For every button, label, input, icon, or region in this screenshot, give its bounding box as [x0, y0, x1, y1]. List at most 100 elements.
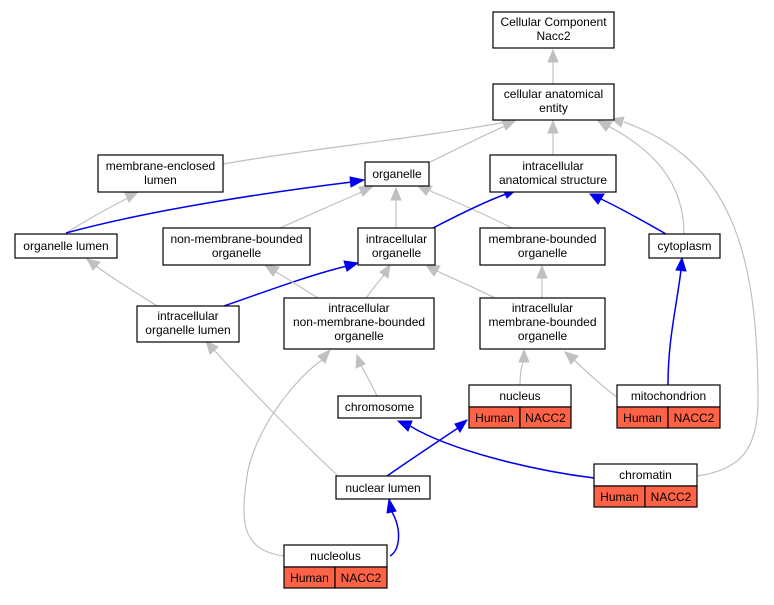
node-non-membrane-bounded-organelle[interactable]: non-membrane-bounded organelle	[162, 227, 311, 266]
node-label: chromosome	[345, 400, 415, 414]
node-cellular-component-nacc2[interactable]: Cellular Component Nacc2	[492, 11, 615, 49]
annotation-gene-label: NACC2	[525, 411, 566, 425]
node-box	[479, 297, 606, 350]
node-label: Nacc2	[536, 29, 570, 43]
node-box	[162, 227, 311, 266]
node-box	[648, 233, 721, 259]
annotation-species-label: Human	[290, 571, 329, 585]
node-label: organelle	[334, 329, 384, 343]
node-box	[364, 161, 430, 187]
edge-organelle-to-cae	[429, 125, 506, 163]
node-mitochondrion[interactable]: mitochondrion Human NACC2	[616, 384, 721, 429]
edges	[65, 48, 759, 557]
node-label: organelle	[518, 329, 568, 343]
node-label: organelle	[518, 246, 568, 260]
node-label: membrane-bounded	[488, 232, 596, 246]
edge-arrowhead	[547, 48, 559, 63]
node-cellular-anatomical-entity[interactable]: cellular anatomical entity	[492, 83, 615, 121]
node-label: non-membrane-bounded	[293, 315, 425, 329]
edge-iol-to-org-lumen	[95, 265, 158, 307]
node-label: non-membrane-bounded	[170, 232, 302, 246]
node-box	[492, 83, 615, 121]
edge-arrowhead	[124, 192, 139, 203]
node-intracellular-non-membrane-bounded-organelle[interactable]: intracellular non-membrane-bounded organ…	[283, 297, 435, 350]
node-label: chromatin	[619, 468, 672, 482]
annotation-gene-label: NACC2	[341, 571, 382, 585]
annotation-cell-gene	[644, 485, 698, 508]
node-membrane-bounded-organelle[interactable]: membrane-bounded organelle	[479, 227, 606, 266]
edge-arrowhead	[536, 264, 548, 279]
edge-inmbo-to-io	[365, 274, 385, 299]
edge-arrowhead	[564, 351, 579, 365]
edge-nuclear-lumen-to-nucleus	[386, 427, 459, 477]
edge-org-lumen-to-mel	[65, 197, 129, 234]
node-intracellular-organelle-lumen[interactable]: intracellular organelle lumen	[136, 305, 240, 343]
edge-arrowhead	[454, 419, 469, 433]
node-label: organelle	[372, 167, 422, 181]
edge-mbo-to-organelle	[427, 189, 513, 229]
node-label: intracellular	[512, 301, 573, 315]
edge-mitochondrion-to-cytoplasm	[667, 269, 682, 386]
annotation-species-label: Human	[600, 490, 639, 504]
node-box	[335, 475, 431, 500]
node-box	[489, 154, 617, 193]
node-label: entity	[539, 101, 568, 115]
edge-nmbo-to-organelle	[279, 191, 363, 229]
edge-arrowhead	[501, 119, 518, 131]
edge-imbo-to-io	[436, 270, 496, 299]
edge-nucleolus-to-nuclear-lumen	[389, 511, 400, 557]
edge-arrowhead	[518, 348, 530, 363]
annotation-cell-gene	[667, 406, 721, 429]
edge-arrowhead	[424, 264, 441, 277]
edge-arrowhead	[358, 185, 375, 197]
edge-mel-to-cae	[222, 121, 507, 165]
node-cytoplasm[interactable]: cytoplasm	[648, 233, 721, 259]
annotation-cell-gene	[519, 406, 572, 429]
edge-nucleus-to-imbo	[519, 361, 525, 386]
annotation-gene-label: NACC2	[674, 411, 715, 425]
node-label: nucleus	[499, 389, 540, 403]
node-intracellular-organelle[interactable]: intracellular organelle	[357, 227, 436, 266]
edge-arrowhead	[343, 260, 360, 272]
edge-inmbo-to-nmbo	[275, 271, 319, 299]
node-label: lumen	[144, 173, 177, 187]
edge-arrowhead	[386, 497, 397, 514]
node-label: nucleolus	[310, 549, 361, 563]
edge-arrowhead	[547, 119, 559, 134]
node-intracellular-membrane-bounded-organelle[interactable]: intracellular membrane-bounded organelle	[479, 297, 606, 350]
node-label: intracellular	[522, 159, 583, 173]
node-chromosome[interactable]: chromosome	[337, 395, 422, 419]
annotation-cell-gene	[334, 566, 388, 589]
edge-nucleolus-to-inmbo	[243, 359, 323, 557]
edge-arrowhead	[588, 193, 605, 205]
edge-chromatin-to-chromosome	[409, 425, 595, 479]
node-nucleolus[interactable]: nucleolus Human NACC2	[283, 544, 388, 589]
node-box	[357, 227, 436, 266]
node-organelle[interactable]: organelle	[364, 161, 430, 187]
node-box	[283, 297, 435, 350]
node-chromatin[interactable]: chromatin Human NACC2	[593, 463, 698, 508]
annotation-species-label: Human	[475, 411, 514, 425]
edge-mitochondrion-to-imbo	[573, 359, 619, 399]
node-intracellular-anatomical-structure[interactable]: intracellular anatomical structure	[489, 154, 617, 193]
edge-arrowhead	[675, 256, 687, 272]
node-box	[479, 227, 606, 266]
edge-arrowhead	[349, 176, 366, 188]
node-box	[337, 395, 422, 419]
node-nuclear-lumen[interactable]: nuclear lumen	[335, 475, 431, 500]
node-label: organelle	[372, 246, 422, 260]
node-label: organelle	[212, 246, 262, 260]
edge-nuclear-lumen-to-iol	[213, 349, 339, 477]
node-label: intracellular	[328, 301, 389, 315]
node-label: cytoplasm	[657, 239, 711, 253]
node-label: intracellular	[157, 309, 218, 323]
edge-arrowhead	[596, 120, 613, 132]
edge-chromosome-to-inmbo	[360, 364, 378, 397]
node-box	[492, 11, 615, 49]
node-organelle-lumen[interactable]: organelle lumen	[14, 233, 118, 259]
node-membrane-enclosed-lumen[interactable]: membrane-enclosed lumen	[97, 154, 224, 193]
annotation-gene-label: NACC2	[651, 490, 692, 504]
node-nucleus[interactable]: nucleus Human NACC2	[468, 384, 572, 429]
edge-arrowhead	[205, 340, 219, 355]
